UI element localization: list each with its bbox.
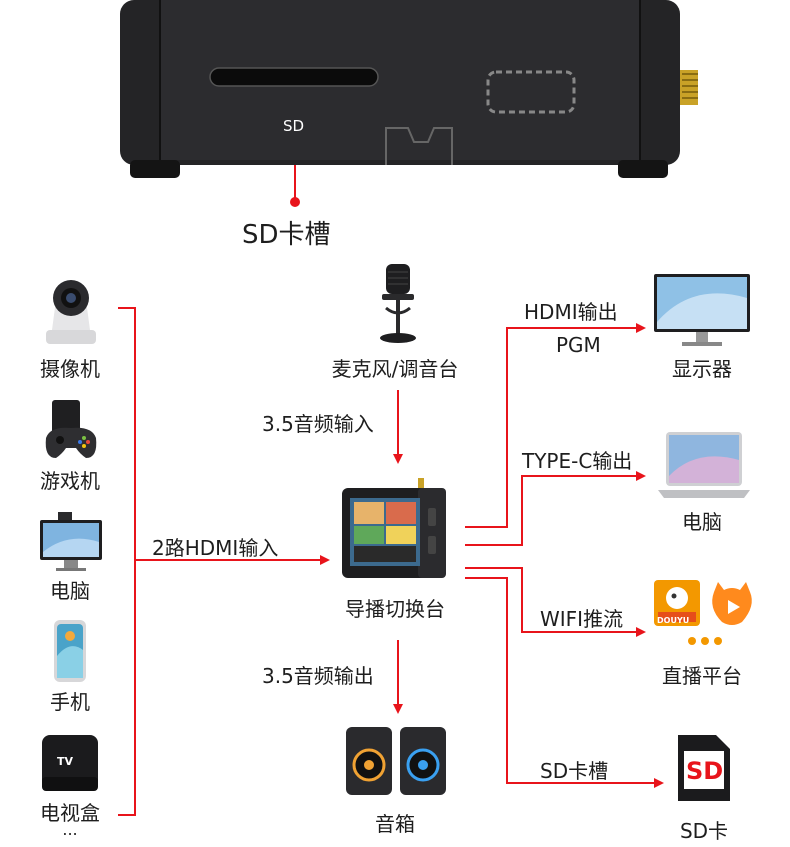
pgm-label: PGM [556,333,601,357]
vent-icon [486,70,576,114]
laptop-icon [658,432,750,498]
hdmi-output-arrow [465,323,646,528]
tv-box-icon [42,735,98,791]
tv-box-logo: TV [57,755,74,768]
sd-output-arrow [465,577,664,788]
streaming-platform-label: 直播平台 [662,664,742,688]
monitor-label: 显示器 [672,357,732,381]
sd-card-text: SD [686,757,724,785]
sd-slot-label: SD [283,117,305,135]
source-label-computer: 电脑 [50,579,90,603]
source-label-camera: 摄像机 [40,357,100,381]
typec-output-arrow [465,471,646,546]
hdmi-input-label: 2路HDMI输入 [152,536,279,560]
microphone-label: 麦克风/调音台 [331,357,459,381]
video-switcher-icon [342,478,446,578]
sd-output-label: SD卡槽 [540,759,609,783]
streaming-platform-icons [654,580,752,645]
douyu-logo-text: DOUYU [657,616,690,625]
switcher-label: 导播切换台 [345,597,445,621]
audio-output-label: 3.5音频输出 [262,664,374,688]
source-label-phone: 手机 [50,690,90,714]
sd-card-label: SD卡 [679,819,729,843]
microphone-icon [380,264,416,343]
sd-slot-callout-label: SD卡槽 [242,220,331,250]
game-console-icon [45,400,97,458]
switcher-bottom-view [120,0,698,178]
wifi-output-label: WIFI推流 [540,607,624,631]
sources-bracket [118,307,136,816]
speakers-icon [346,727,446,795]
camera-icon [46,280,96,344]
laptop-label: 电脑 [682,510,722,534]
antenna-connector [680,70,698,105]
source-label-tv-box: 电视盒 [40,801,100,825]
sources-ellipsis: ... [62,820,78,839]
phone-icon [54,620,86,682]
sd-slot-callout-dot [290,197,300,207]
desktop-computer-icon [40,512,102,571]
audio-input-label: 3.5音频输入 [262,412,374,436]
speaker-label: 音箱 [375,812,415,836]
source-label-game-console: 游戏机 [40,469,100,493]
monitor-icon [654,274,750,346]
hdmi-output-label: HDMI输出 [524,300,618,324]
sd-slot [209,67,379,87]
sd-card-icon [678,735,730,801]
typec-output-label: TYPE-C输出 [522,449,633,473]
wifi-output-arrow [465,567,646,637]
